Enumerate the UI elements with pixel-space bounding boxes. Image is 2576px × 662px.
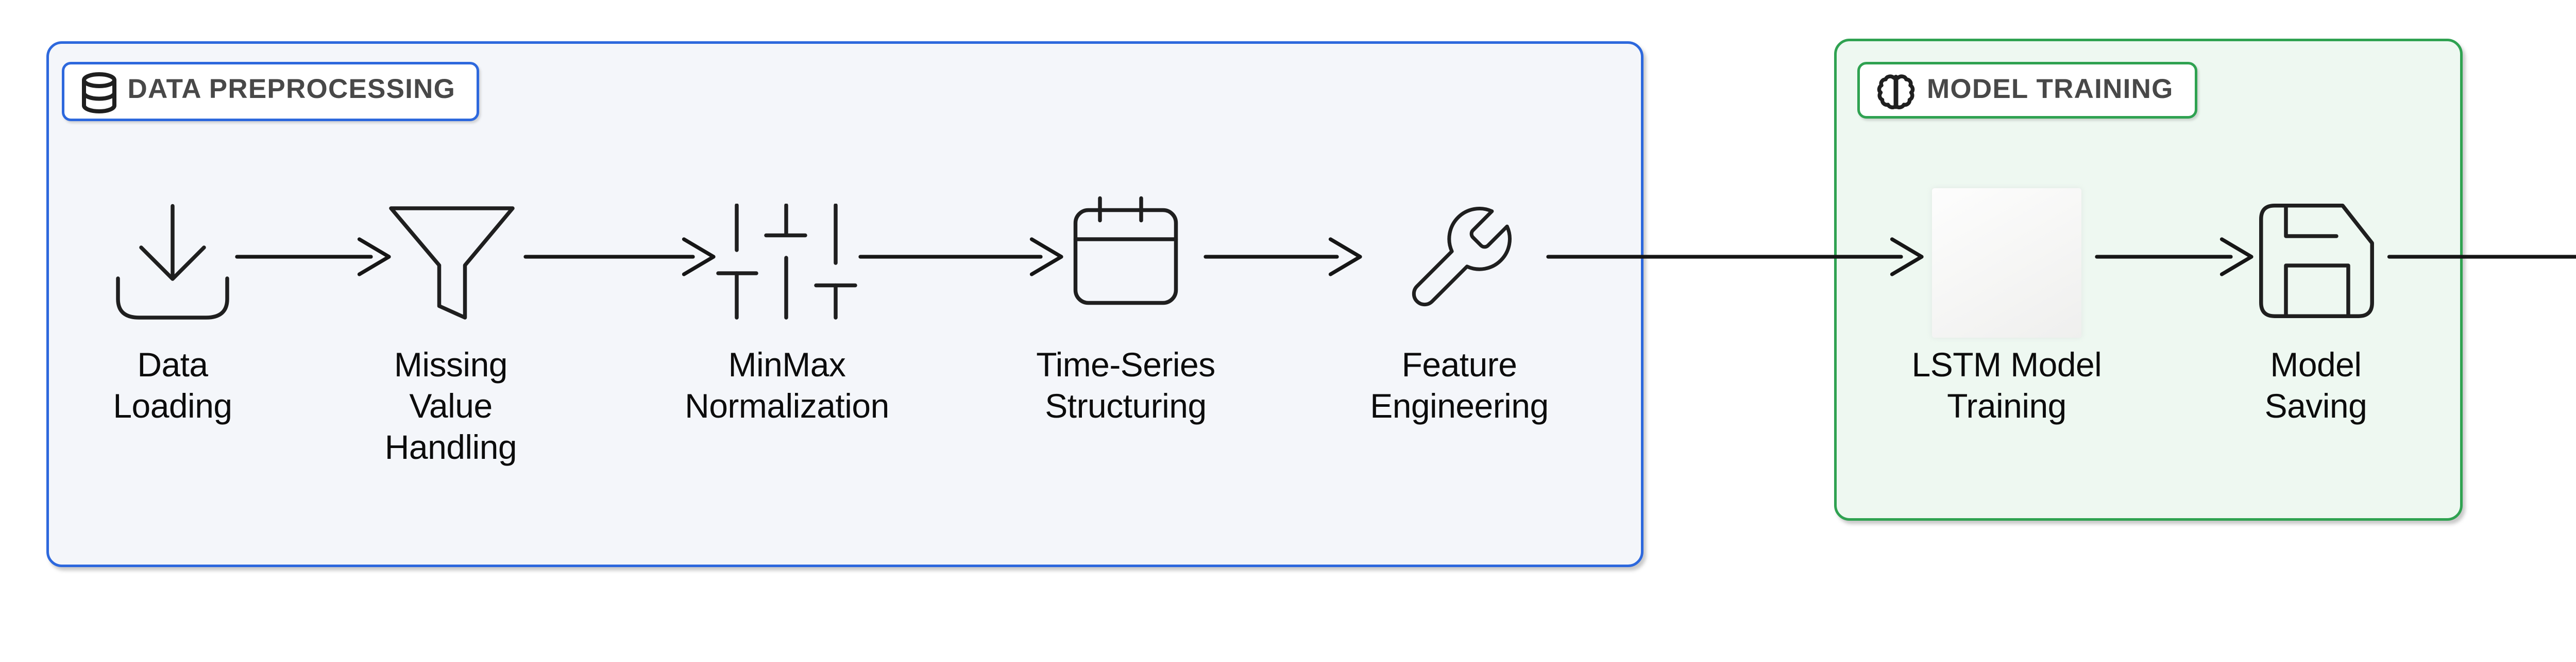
section-data-preprocessing: DATA PREPROCESSING bbox=[46, 40, 1643, 566]
wrench-icon bbox=[1412, 207, 1512, 307]
database-icon bbox=[80, 71, 115, 112]
save-icon bbox=[2259, 204, 2374, 319]
node-label-feature-eng: Feature Engineering bbox=[1370, 344, 1549, 425]
lstm-image-placeholder bbox=[1932, 187, 2081, 337]
calendar-icon bbox=[1073, 196, 1178, 305]
funnel-icon bbox=[389, 205, 515, 319]
node-label-data-loading: Data Loading bbox=[113, 344, 232, 425]
section-label-model-training: MODEL TRAINING bbox=[1857, 62, 2197, 119]
section-title: DATA PREPROCESSING bbox=[127, 75, 456, 106]
section-title: MODEL TRAINING bbox=[1927, 73, 2174, 105]
brain-icon bbox=[1877, 73, 1915, 108]
node-label-timeseries: Time-Series Structuring bbox=[1036, 344, 1215, 425]
download-icon bbox=[116, 204, 229, 320]
section-label-data-preprocessing: DATA PREPROCESSING bbox=[60, 62, 479, 121]
node-label-minmax: MinMax Normalization bbox=[685, 344, 889, 425]
node-label-model-saving: Model Saving bbox=[2264, 344, 2367, 425]
node-label-missing-value: Missing Value Handling bbox=[384, 344, 517, 467]
node-label-lstm-training: LSTM Model Training bbox=[1911, 344, 2102, 425]
sliders-icon bbox=[716, 204, 857, 321]
